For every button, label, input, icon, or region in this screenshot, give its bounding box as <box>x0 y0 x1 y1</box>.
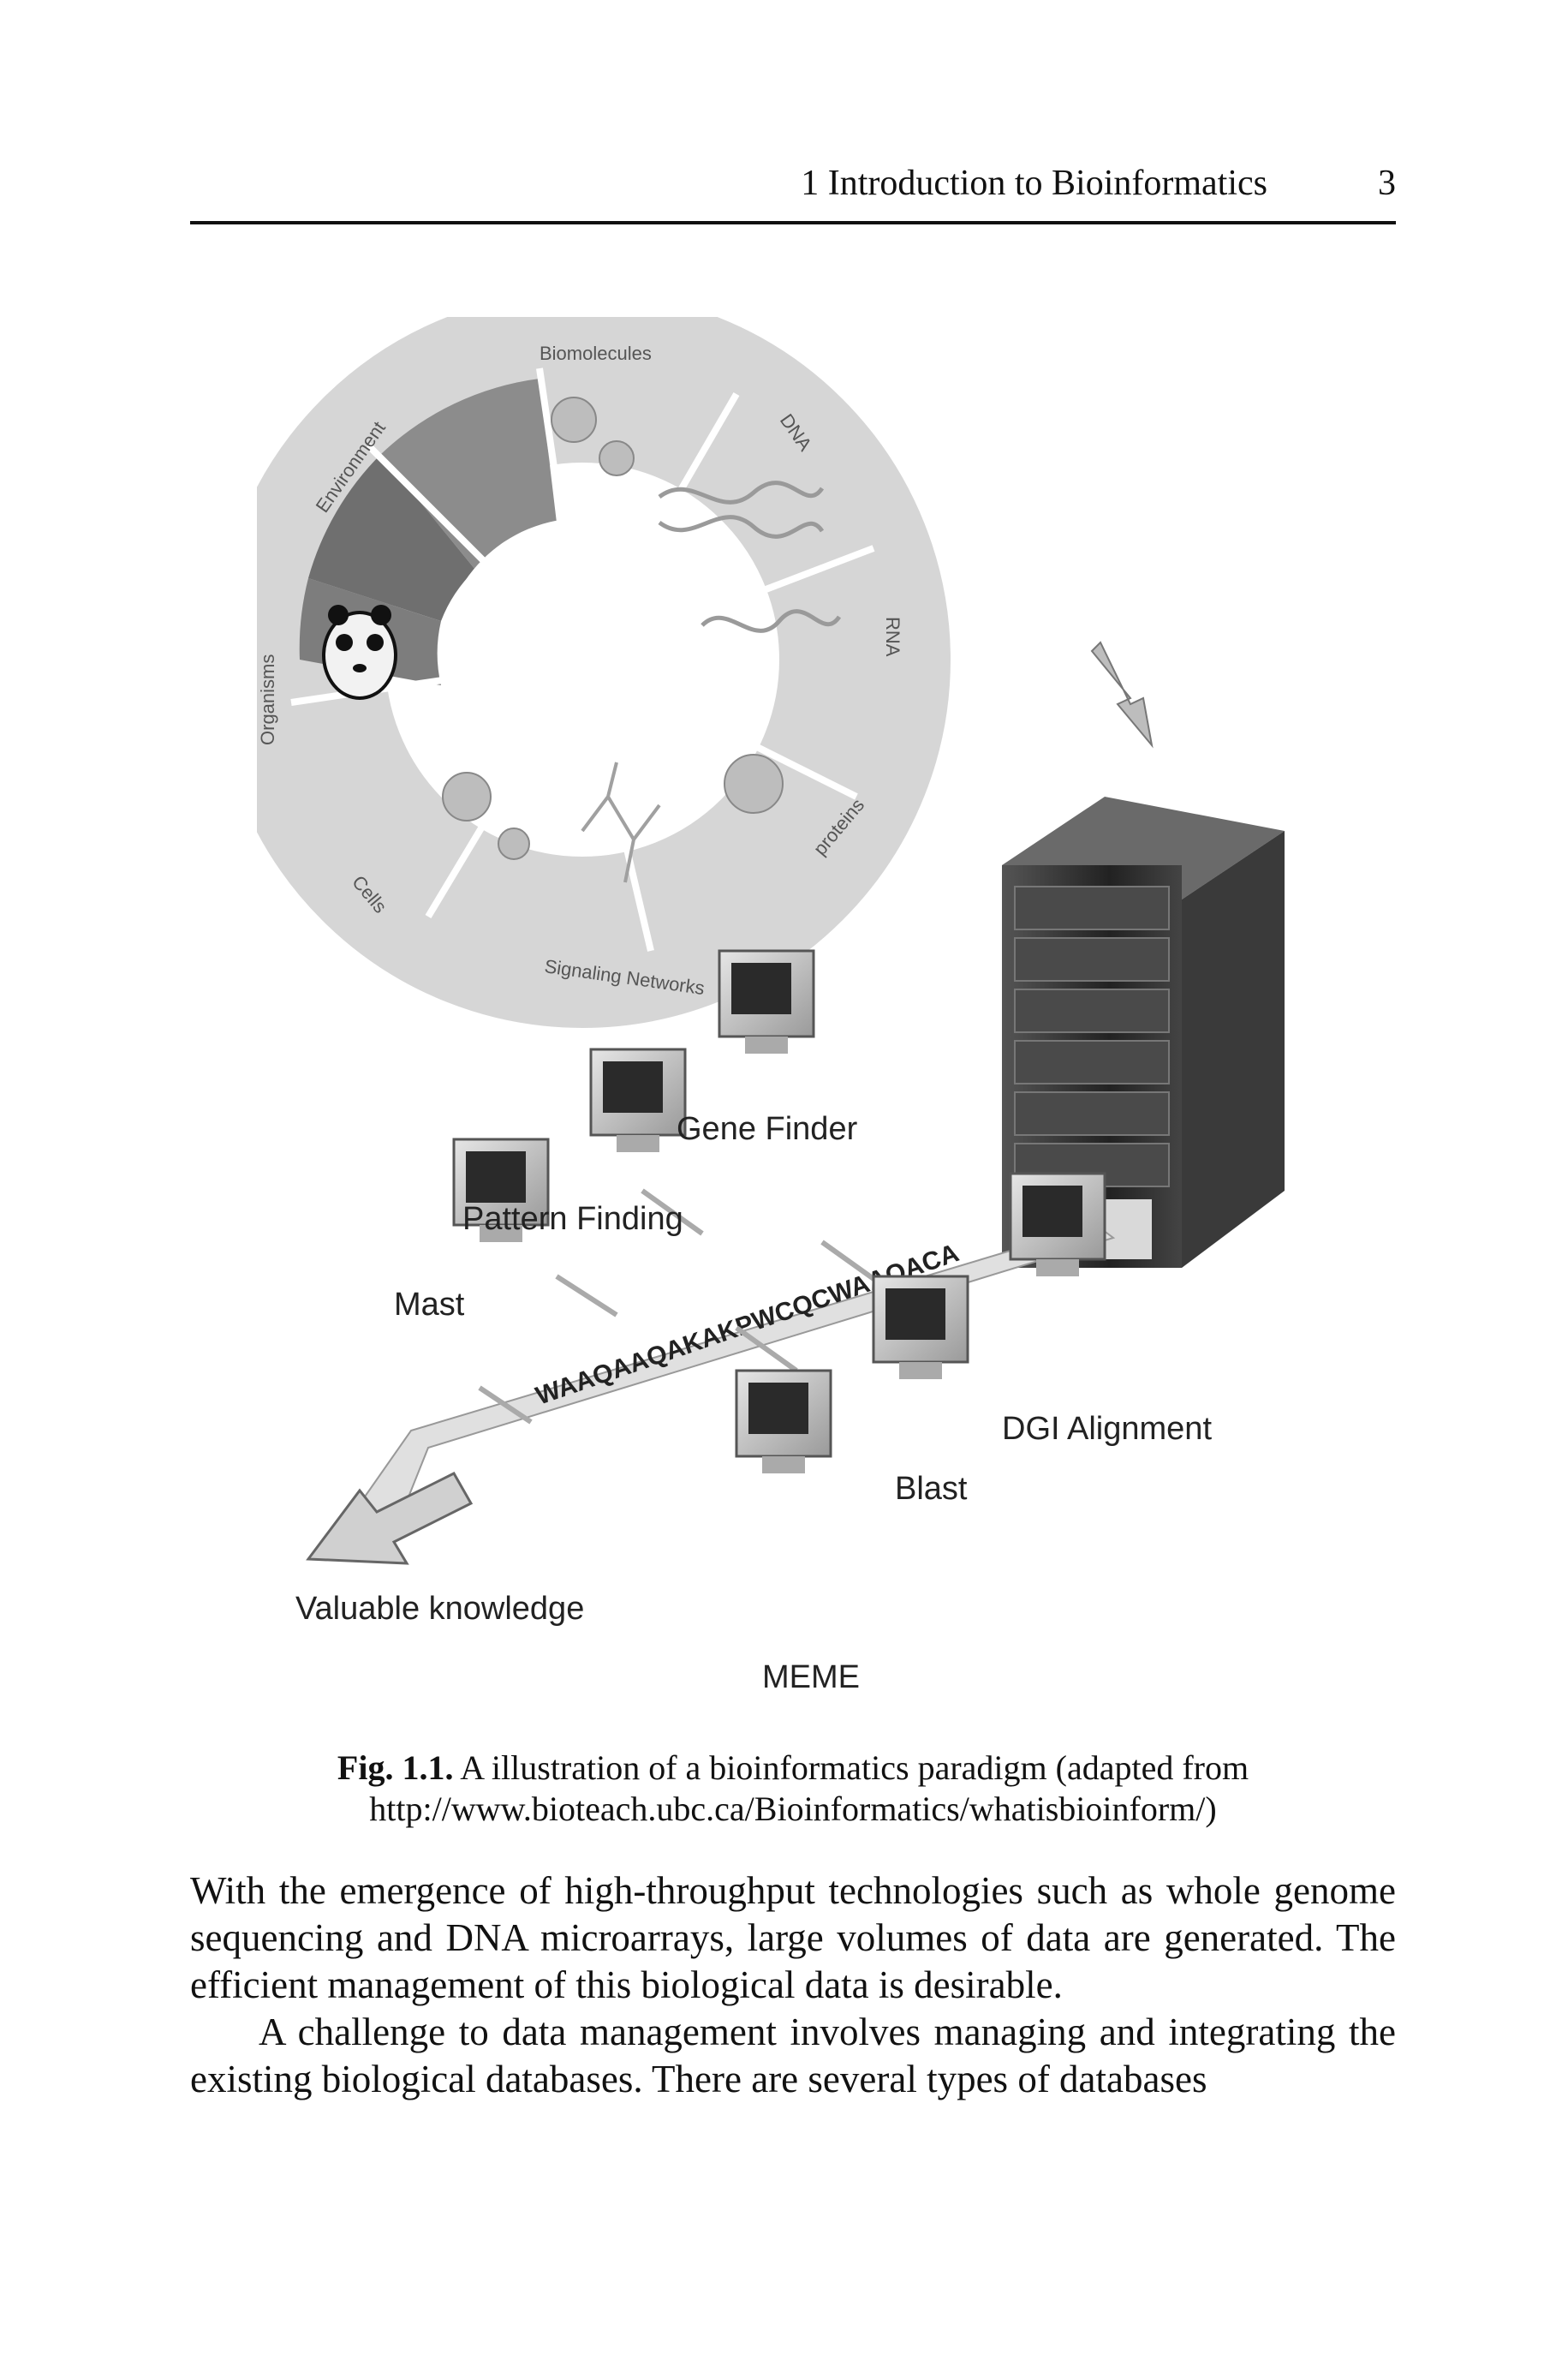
caption-label: Fig. 1.1. <box>337 1748 454 1787</box>
signaling-network-icon <box>581 762 661 883</box>
label-meme: MEME <box>762 1659 860 1688</box>
biology-wheel: Biomolecules DNA RNA proteins Signaling … <box>214 291 951 1028</box>
biomolecule-icon-2 <box>599 440 635 476</box>
protein-icon <box>724 754 784 814</box>
label-dgi-alignment: DGI Alignment <box>1002 1411 1212 1447</box>
dna-helix-icon <box>658 481 842 633</box>
running-title: 1 Introduction to Bioinformatics <box>801 164 1267 203</box>
monitor-dgi-alignment-icon <box>1009 1172 1106 1276</box>
figure-illustration: Biomolecules DNA RNA proteins Signaling … <box>214 291 1285 1695</box>
monitor-pattern-finding-icon <box>589 1048 687 1152</box>
monitor-gene-finder-icon <box>718 949 815 1054</box>
label-gene-finder: Gene Finder <box>677 1111 858 1147</box>
body-text: With the emergence of high-throughput te… <box>190 1867 1396 2103</box>
label-valuable-knowledge: Valuable knowledge <box>295 1591 584 1627</box>
wheel-label-organisms: Organisms <box>257 654 278 745</box>
biomolecule-icon <box>551 397 597 443</box>
label-blast: Blast <box>895 1471 968 1507</box>
computer-monitors <box>452 949 1106 1473</box>
monitor-blast-icon <box>872 1275 969 1379</box>
cell-icon-2 <box>498 828 530 860</box>
caption-text: A illustration of a bioinformatics parad… <box>460 1748 1249 1787</box>
running-header: 1 Introduction to Bioinformatics 3 <box>190 163 1396 224</box>
caption-line-1: Fig. 1.1. A illustration of a bioinforma… <box>190 1748 1396 1789</box>
valuable-knowledge-arrow-icon <box>306 1472 474 1565</box>
panda-icon <box>322 605 397 700</box>
paragraph-2: A challenge to data management involves … <box>190 2011 1396 2100</box>
arrow-to-server-icon <box>1090 641 1154 749</box>
caption-url: http://www.bioteach.ubc.ca/Bioinformatic… <box>369 1789 1217 1828</box>
segment-environment-fill <box>381 379 557 570</box>
figure-bioinformatics-paradigm: Biomolecules DNA RNA proteins Signaling … <box>214 291 1336 1695</box>
monitor-meme-icon <box>735 1369 832 1473</box>
wheel-label-biomolecules: Biomolecules <box>540 343 652 364</box>
rna-icon <box>701 609 842 633</box>
segment-organisms-fill <box>308 454 475 621</box>
sequence-stream: WAAQAAQAKAKPWCQCWAAQACA <box>306 1188 1116 1565</box>
wheel-label-rna: RNA <box>882 617 903 657</box>
figure-caption: Fig. 1.1. A illustration of a bioinforma… <box>190 1748 1396 1830</box>
paragraph-1: With the emergence of high-throughput te… <box>190 1869 1396 2006</box>
page-number: 3 <box>1378 164 1396 203</box>
header-rule <box>190 221 1396 224</box>
label-mast: Mast <box>394 1287 465 1323</box>
label-pattern-finding: Pattern Finding <box>462 1201 683 1237</box>
cell-icon <box>442 772 492 822</box>
monitor-mast-icon <box>452 1138 550 1242</box>
